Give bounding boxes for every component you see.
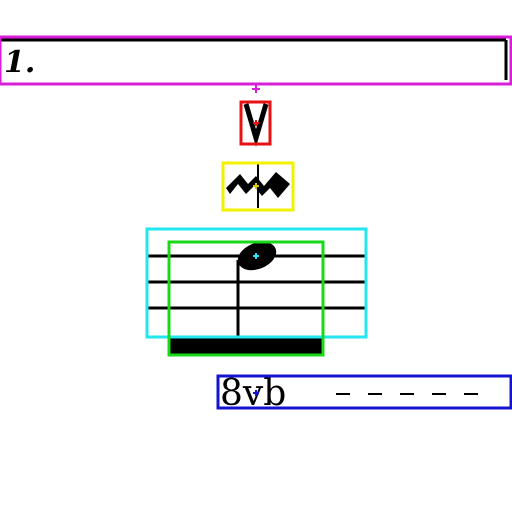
quarter-note bbox=[236, 241, 277, 336]
beam-bar bbox=[170, 338, 322, 355]
stem-bbox bbox=[167, 240, 325, 357]
up-bow-symbol bbox=[243, 103, 269, 147]
mordent-bbox bbox=[221, 161, 295, 212]
notehead-bbox bbox=[145, 227, 368, 339]
volta-number: 1. bbox=[4, 45, 35, 80]
ottava-bbox bbox=[216, 374, 512, 410]
mordent-center-marker bbox=[253, 183, 259, 189]
volta-bracket: 1. bbox=[0, 38, 508, 80]
up-bow-center-marker bbox=[253, 120, 259, 126]
volta-bbox bbox=[0, 35, 512, 86]
notehead-center-marker bbox=[253, 253, 259, 259]
up-bow-bbox bbox=[239, 100, 272, 146]
volta-center-marker bbox=[252, 85, 260, 93]
ottava-center-marker bbox=[253, 390, 259, 396]
